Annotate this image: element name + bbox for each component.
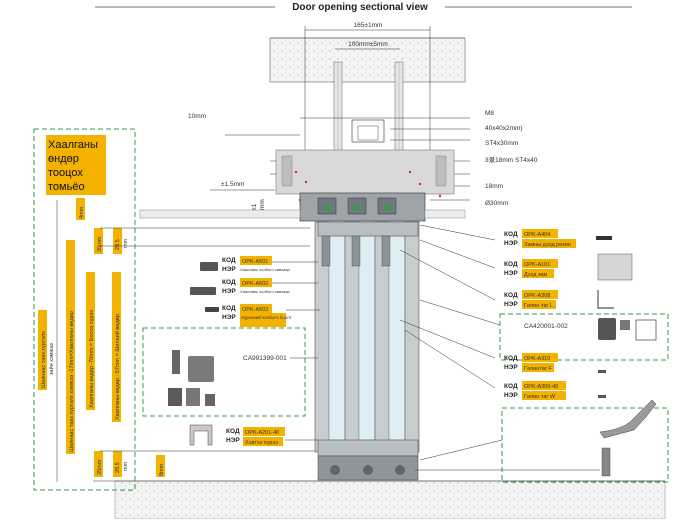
page-title: Door opening sectional view [292,2,428,13]
svg-text:Хүрээний холбогч боолт: Хүрээний холбогч боолт [241,314,292,320]
dim-st4x40: 3录18mm ST4x40 [485,156,538,164]
dim-100-label: 100mm±5mm [348,41,388,48]
svg-text:OPK-A308: OPK-A308 [524,293,550,299]
svg-text:КОД: КОД [222,305,236,312]
floor-slab [114,480,666,520]
ca991399-parts [168,350,215,406]
part-a404: КОД НЭР OPK-A404 Замны дээд резин [419,224,612,248]
svg-text:OPK-A310: OPK-A310 [524,356,550,362]
dim-10mm: 10mm [188,113,206,120]
part-a502: КОД НЭР OPK-A502 Хаалганы холбогч хавчаа… [190,278,318,295]
formula-title-line4: томьёо [48,181,85,193]
dim-st4x30: ST4x30mm [485,140,518,147]
part-a308: КОД НЭР OPK-A308 Гөлөн таг L [399,249,614,309]
svg-text:КОД: КОД [504,383,518,390]
svg-text:mm: mm [123,461,129,471]
svg-text:OPK-A404: OPK-A404 [524,232,550,238]
part-a503: КОД НЭР OPK-A503 Хүрээний холбогч боолт [205,304,320,327]
formula-title-line3: тооцох [48,167,83,179]
dim-165-label: 165±1mm [354,22,383,29]
dim-4mm: 4mm [79,206,85,219]
dim-40x40: 40x40x2mm) [485,125,523,132]
svg-text:НЭР: НЭР [226,437,240,444]
dim-30mm: Ø30mm [485,200,508,207]
svg-text:OPK-A201-40: OPK-A201-40 [245,430,279,436]
svg-text:mm: mm [259,199,266,210]
door-panels [314,221,420,453]
svg-text:НЭР: НЭР [504,392,518,399]
svg-text:НЭР: НЭР [504,364,518,371]
svg-text:Замны дээд резин: Замны дээд резин [524,242,571,248]
dim-285-bottom: 28.5 [115,462,121,473]
formula-title-line2: өндөр [48,153,79,165]
vlabel-floor-ceiling: Шалнаас тааз хүртэлх [41,331,47,388]
svg-text:Гөлөн таг L: Гөлөн таг L [524,303,553,309]
ceiling-slab [269,37,466,83]
svg-text:КОД: КОД [504,261,518,268]
dim-18mm: 18mm [485,183,503,190]
svg-text:НЭР: НЭР [504,301,518,308]
svg-text:КОД: КОД [504,292,518,299]
vlabel-glass: Хаалганы өндөр - 57mm = Шилний өндөр [114,314,121,420]
part-a101: КОД НЭР OPK-A101 Дээд зам [419,239,633,281]
svg-text:Хэвтээ хүрээ: Хэвтээ хүрээ [245,440,278,446]
dim-pm15: ±1.5mm [221,181,244,188]
svg-text:НЭР: НЭР [504,270,518,277]
part-a501: КОД НЭР OPK-A501 Хаалганы холбогч хавчаа… [200,256,318,273]
part-a310: КОД НЭР OPK-A310 Гөлөнтаг F [399,319,606,373]
ca420001-box [499,313,669,361]
ca420001-label: CA420001-002 [524,323,568,330]
ca991399-box [142,327,306,417]
svg-text:НЭР: НЭР [222,314,236,321]
screw-markers [294,170,442,202]
dim-285-top: 28.5 [115,239,121,250]
ceiling-board [139,209,301,219]
bottom-roller-cluster [317,439,419,511]
ca420001-parts [598,318,657,341]
dim-m8: M8 [485,110,494,117]
part-a201-40: КОД НЭР OPK-A201-40 Хэвтээ хүрээ [189,424,318,446]
ca991399-label: CA991399-001 [243,355,287,362]
part-a309-40: КОД НЭР OPK-A309-40 Гөлөн таг W [404,329,606,400]
svg-text:КОД: КОД [504,355,518,362]
svg-text:Дээд зам: Дээд зам [524,272,548,278]
svg-text:КОД: КОД [222,279,236,286]
floor-guide-parts [599,399,657,477]
top-clip-cluster [317,221,419,267]
svg-text:OPK-A101: OPK-A101 [524,262,550,268]
formula-title-box [46,135,106,195]
svg-text:Хаалганы холбогч хавчаар: Хаалганы холбогч хавчаар [240,289,290,294]
svg-text:mm: mm [123,238,129,248]
svg-text:Гөлөн таг W: Гөлөн таг W [524,394,556,400]
floor-guide-box [501,407,669,483]
dim-8mm: 8mm [159,463,165,476]
dim-35-top: 35mm [97,236,103,252]
svg-text:НЭР: НЭР [504,240,518,247]
svg-text:OPK-A309-40: OPK-A309-40 [524,384,558,390]
svg-text:КОД: КОД [226,428,240,435]
vlabel-door-height: Шалнаас тааз хүртэлх хэмжээ -17mm=Хаалга… [69,311,75,452]
svg-text:OPK-A501: OPK-A501 [242,259,268,265]
svg-text:OPK-A502: OPK-A502 [242,281,268,287]
svg-text:НЭР: НЭР [222,266,236,273]
dim-35-bottom: 35mm [97,459,103,475]
formula-frame [33,128,136,491]
formula-title-line1: Хаалганы [48,139,98,151]
vlabel-floor-ceiling-b: зайн хэмжээ [48,343,55,375]
svg-text:OPK-A503: OPK-A503 [242,307,268,313]
svg-text:КОД: КОД [504,231,518,238]
svg-text:Гөлөнтаг F: Гөлөнтаг F [524,366,552,372]
vlabel-frame: Хаалганы өндөр -70mm = Босоо хүрээ [89,310,95,408]
top-track-rollers [317,197,397,215]
ceiling-frame [275,149,455,195]
svg-text:Хаалганы холбогч хавчаар: Хаалганы холбогч хавчаар [240,267,290,272]
svg-text:НЭР: НЭР [222,288,236,295]
svg-text:КОД: КОД [222,257,236,264]
